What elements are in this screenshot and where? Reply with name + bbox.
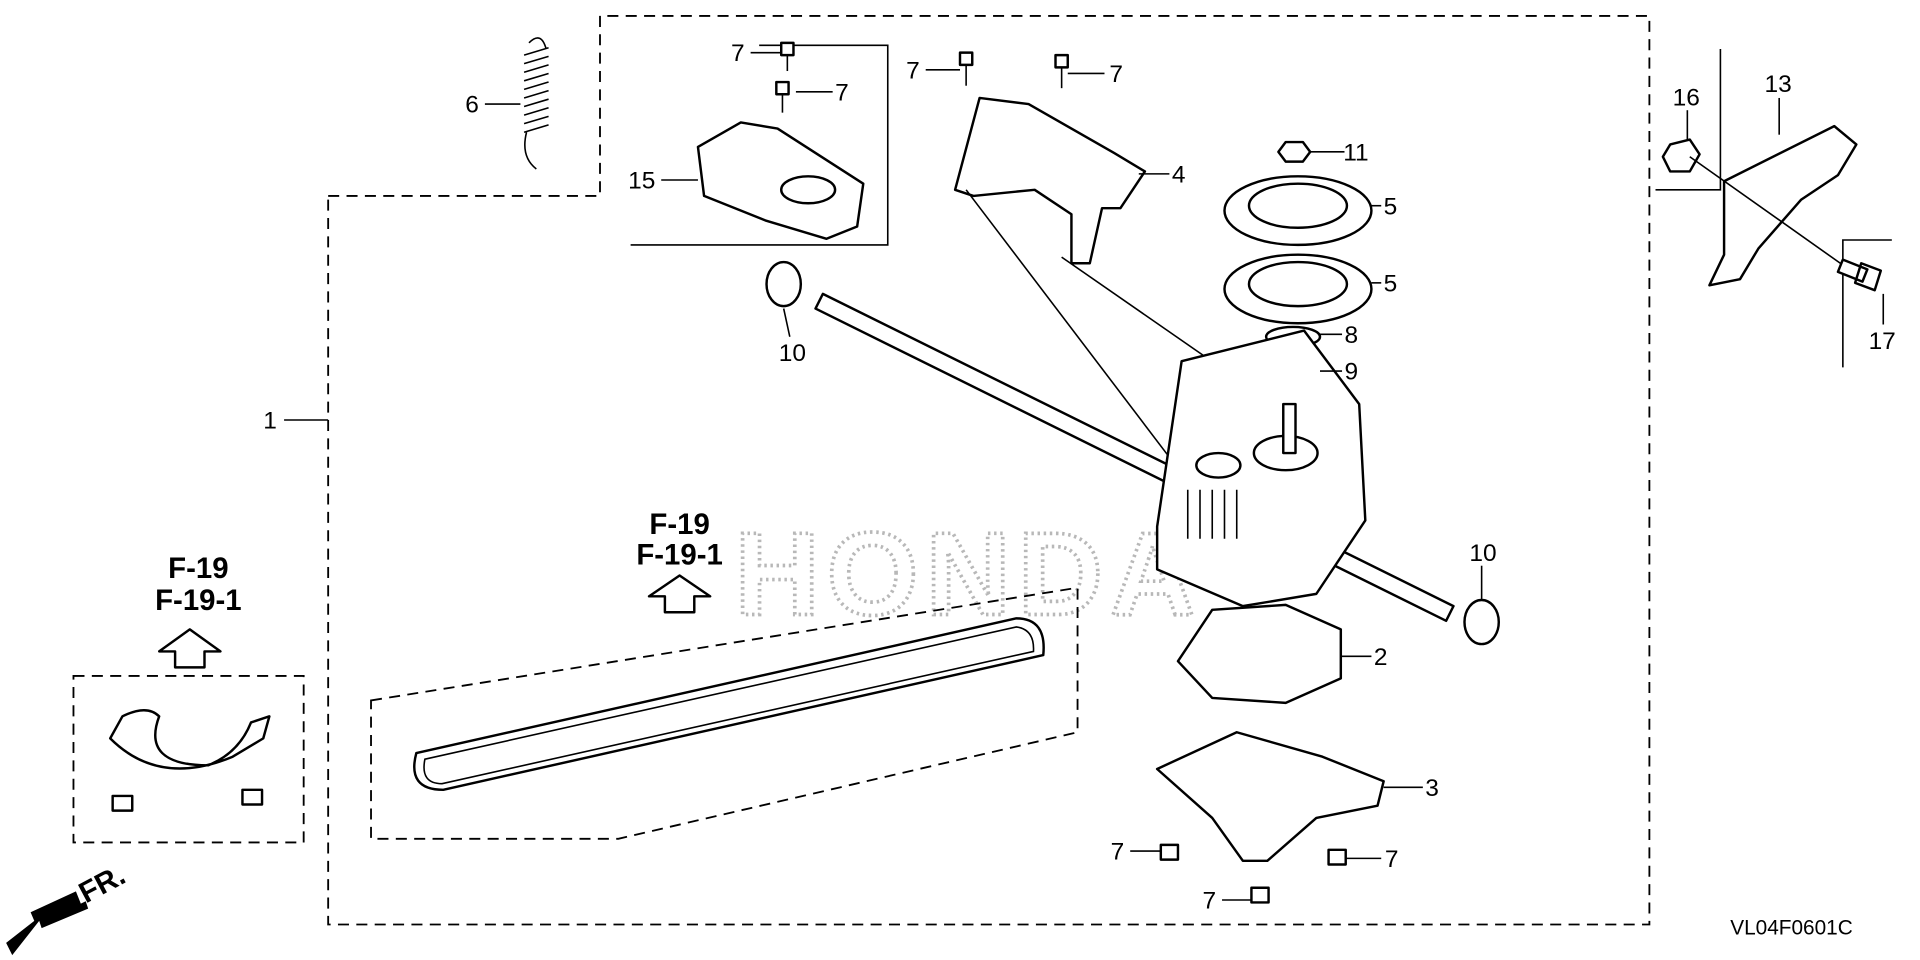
- callout-4[interactable]: 4: [1172, 161, 1186, 188]
- callouts: 1 2 3 4 5 5 6 7 7 7 7 7 7 7 8 9 10 10 11…: [263, 40, 1896, 914]
- reference-center-line1[interactable]: F-19: [649, 508, 709, 541]
- callout-3[interactable]: 3: [1425, 775, 1439, 802]
- bolt-part: [775, 41, 1069, 113]
- bolt-part-17: [1836, 258, 1883, 292]
- cover-part-15: [696, 121, 865, 240]
- assembly-frame: [327, 15, 1651, 926]
- callout-5[interactable]: 5: [1384, 193, 1398, 220]
- front-label: FR.: [74, 858, 131, 909]
- callout-7[interactable]: 7: [1385, 846, 1399, 873]
- callout-16[interactable]: 16: [1673, 84, 1700, 111]
- inset-box-17: [1842, 239, 1892, 368]
- reference-arrow-center[interactable]: [647, 574, 712, 614]
- callout-17[interactable]: 17: [1869, 328, 1896, 355]
- callout-8[interactable]: 8: [1344, 322, 1358, 349]
- figure-code: VL04F0601C: [1730, 916, 1853, 939]
- callout-9[interactable]: 9: [1344, 359, 1358, 386]
- pulley-stack: [1223, 140, 1373, 386]
- callout-2[interactable]: 2: [1374, 644, 1388, 671]
- leader-lines: [284, 51, 1885, 901]
- callout-11[interactable]: 11: [1343, 139, 1368, 166]
- plate-part-3: [1155, 731, 1385, 863]
- callout-7[interactable]: 7: [731, 40, 745, 67]
- bracket-inset: [108, 708, 271, 770]
- gasket-part-2: [1176, 603, 1343, 705]
- callout-7[interactable]: 7: [906, 57, 920, 84]
- transmission-assembly: [765, 260, 1500, 646]
- bracket-part-4: [953, 96, 1147, 265]
- drive-belt: [413, 617, 1045, 792]
- callout-7[interactable]: 7: [1109, 61, 1123, 88]
- honda-watermark: HONDA: [735, 509, 1203, 640]
- reference-left-line1[interactable]: F-19: [168, 552, 228, 585]
- reference-inset-frame: [72, 675, 305, 844]
- reference-center-line2[interactable]: F-19-1: [636, 538, 723, 571]
- reference-left-line2[interactable]: F-19-1: [155, 584, 242, 617]
- reference-arrow-left[interactable]: [157, 628, 222, 669]
- callout-5[interactable]: 5: [1384, 270, 1398, 297]
- bolt-part: [1159, 843, 1347, 904]
- callout-7[interactable]: 7: [835, 79, 849, 106]
- bracket-part-13: [1708, 124, 1858, 287]
- callout-10[interactable]: 10: [779, 340, 806, 367]
- callout-1[interactable]: 1: [263, 408, 277, 435]
- inset-box-13: [1655, 48, 1722, 191]
- callout-13[interactable]: 13: [1764, 71, 1791, 98]
- front-direction-arrow: FR.: [6, 858, 131, 956]
- callout-7[interactable]: 7: [1111, 839, 1125, 866]
- callout-6[interactable]: 6: [465, 92, 479, 119]
- belt-frame: [370, 586, 1079, 840]
- callout-15[interactable]: 15: [628, 168, 655, 195]
- nut-part-16: [1661, 138, 1701, 173]
- inset-box-15: [630, 44, 889, 246]
- callout-10[interactable]: 10: [1469, 540, 1496, 567]
- spring-part: [523, 37, 549, 170]
- callout-7[interactable]: 7: [1202, 888, 1216, 915]
